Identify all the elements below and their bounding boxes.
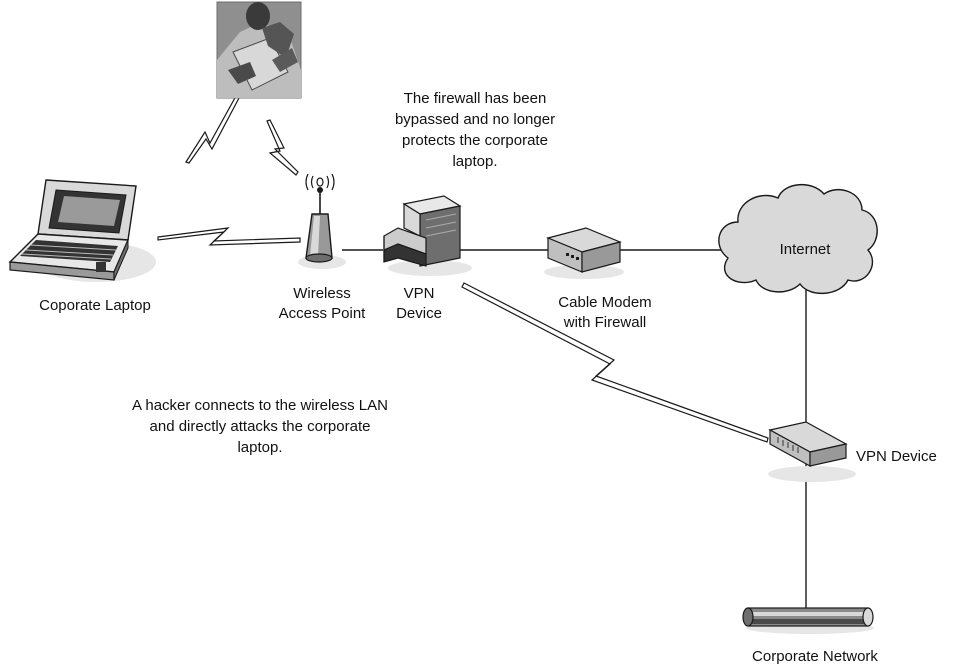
cable-modem-label: Cable Modem with Firewall bbox=[540, 293, 670, 333]
vpn-device-right-icon bbox=[768, 421, 856, 482]
cable-modem-icon bbox=[544, 227, 624, 279]
cable-modem-label-line-2: with Firewall bbox=[563, 314, 647, 331]
connections bbox=[342, 249, 807, 618]
firewall-note: The firewall has been bypassed and no lo… bbox=[360, 88, 590, 172]
vpn-device-left-label-line-1: VPN bbox=[403, 285, 435, 302]
firewall-note-line-4: laptop. bbox=[452, 153, 498, 170]
wireless-link-hacker-ap-left bbox=[185, 95, 240, 164]
firewall-note-line-2: bypassed and no longer bbox=[394, 111, 556, 128]
internet-cloud-icon bbox=[718, 184, 878, 295]
corporate-network-label: Corporate Network bbox=[740, 647, 890, 667]
hacker-note-line-1: A hacker connects to the wireless LAN bbox=[132, 397, 388, 414]
wireless-link-hacker-ap-right bbox=[266, 119, 299, 176]
internet-label: Internet bbox=[760, 240, 850, 260]
hacker-image bbox=[216, 1, 302, 99]
corporate-network-icon bbox=[742, 607, 874, 634]
laptop-icon bbox=[8, 179, 156, 282]
firewall-note-line-3: protects the corporate bbox=[402, 132, 548, 149]
wireless-link-vpn-vpnright bbox=[461, 282, 769, 443]
vpn-device-right-label-line: VPN Device bbox=[856, 448, 937, 465]
cable-modem-label-line-1: Cable Modem bbox=[558, 294, 652, 311]
vpn-device-left-icon bbox=[383, 195, 472, 276]
vpn-device-left-label-line-2: Device bbox=[396, 305, 442, 322]
wireless-links bbox=[157, 95, 769, 443]
firewall-note-line-1: The firewall has been bbox=[403, 90, 547, 107]
access-point-label-line-2: Access Point bbox=[278, 305, 366, 322]
access-point-label-line-1: Wireless bbox=[293, 285, 351, 302]
access-point-label: Wireless Access Point bbox=[260, 284, 384, 324]
vpn-device-left-label: VPN Device bbox=[384, 284, 454, 324]
laptop-label: Coporate Laptop bbox=[20, 296, 170, 316]
hacker-note-line-2: and directly attacks the corporate bbox=[149, 418, 371, 435]
internet-label-line: Internet bbox=[779, 241, 831, 258]
hacker-note-line-3: laptop. bbox=[237, 439, 283, 456]
laptop-label-line: Coporate Laptop bbox=[39, 297, 151, 314]
wireless-link-laptop-ap bbox=[157, 227, 301, 246]
access-point-icon bbox=[298, 173, 346, 269]
vpn-device-right-label: VPN Device bbox=[856, 447, 956, 467]
hacker-note: A hacker connects to the wireless LAN an… bbox=[100, 395, 420, 458]
corporate-network-label-line: Corporate Network bbox=[752, 648, 878, 665]
